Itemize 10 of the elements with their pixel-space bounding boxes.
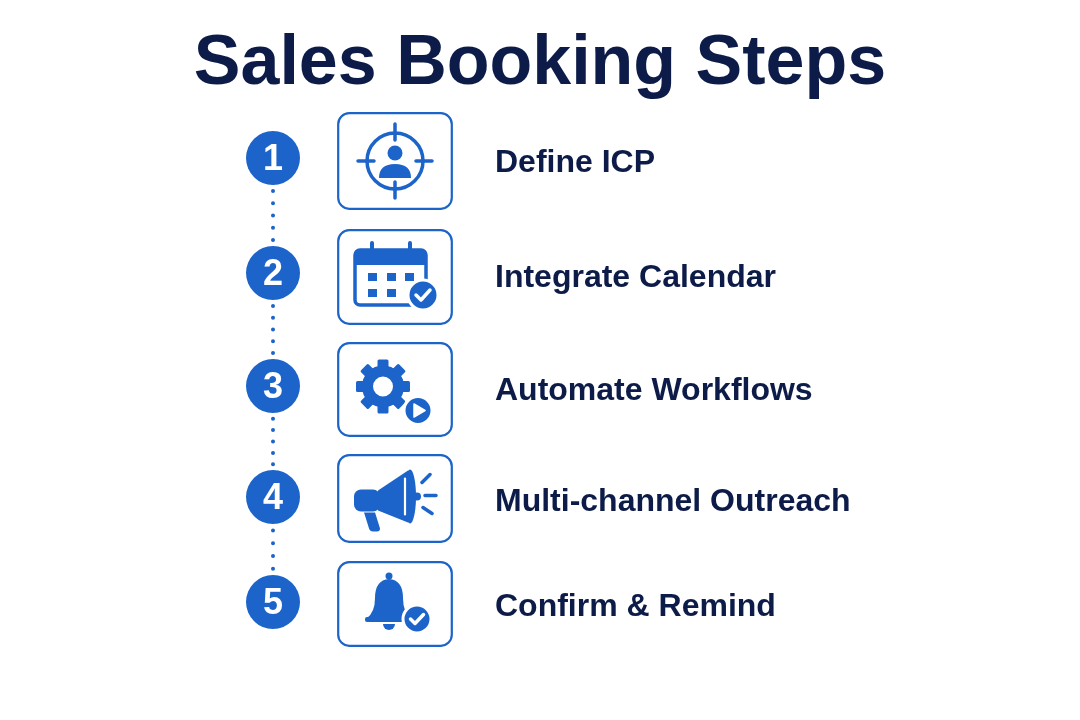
- step-title: Integrate Calendar: [495, 258, 776, 294]
- step-title: Automate Workflows: [495, 371, 813, 407]
- step-number-circle: 3: [246, 359, 300, 413]
- step-number-circle: 4: [246, 470, 300, 524]
- step-number-circle: 5: [246, 575, 300, 629]
- step-title: Multi-channel Outreach: [495, 482, 851, 518]
- step-title: Confirm & Remind: [495, 587, 776, 623]
- step-title: Define ICP: [495, 143, 656, 179]
- step-number-circle: 2: [246, 246, 300, 300]
- step-number-circle: 1: [246, 131, 300, 185]
